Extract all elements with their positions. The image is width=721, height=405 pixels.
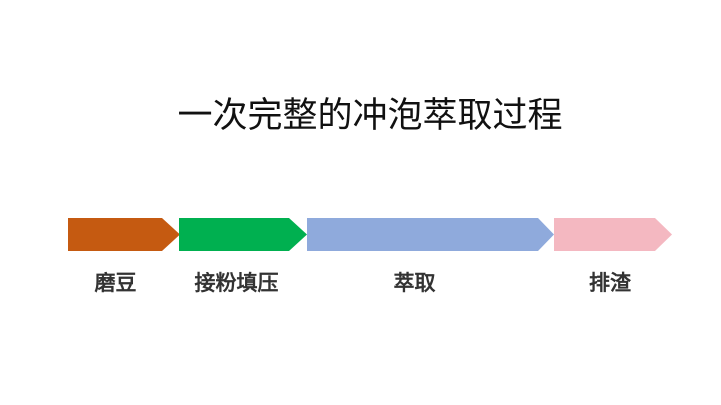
step-label-dose-tamp: 接粉填压 [194,271,279,295]
step-label-discard: 排渣 [589,271,631,295]
slide-title: 一次完整的冲泡萃取过程 [177,96,563,136]
step-arrow-dose-tamp [179,218,307,251]
step-arrow-grind-shape [68,218,180,251]
step-label-extract: 萃取 [393,271,436,295]
step-arrow-discard-shape [554,218,672,251]
step-arrow-grind [68,218,180,251]
step-label-grind: 磨豆 [94,271,137,295]
step-arrow-discard [554,218,672,251]
step-arrow-extract [307,218,554,251]
step-arrow-extract-shape [307,218,554,251]
step-arrow-dose-tamp-shape [179,218,307,251]
